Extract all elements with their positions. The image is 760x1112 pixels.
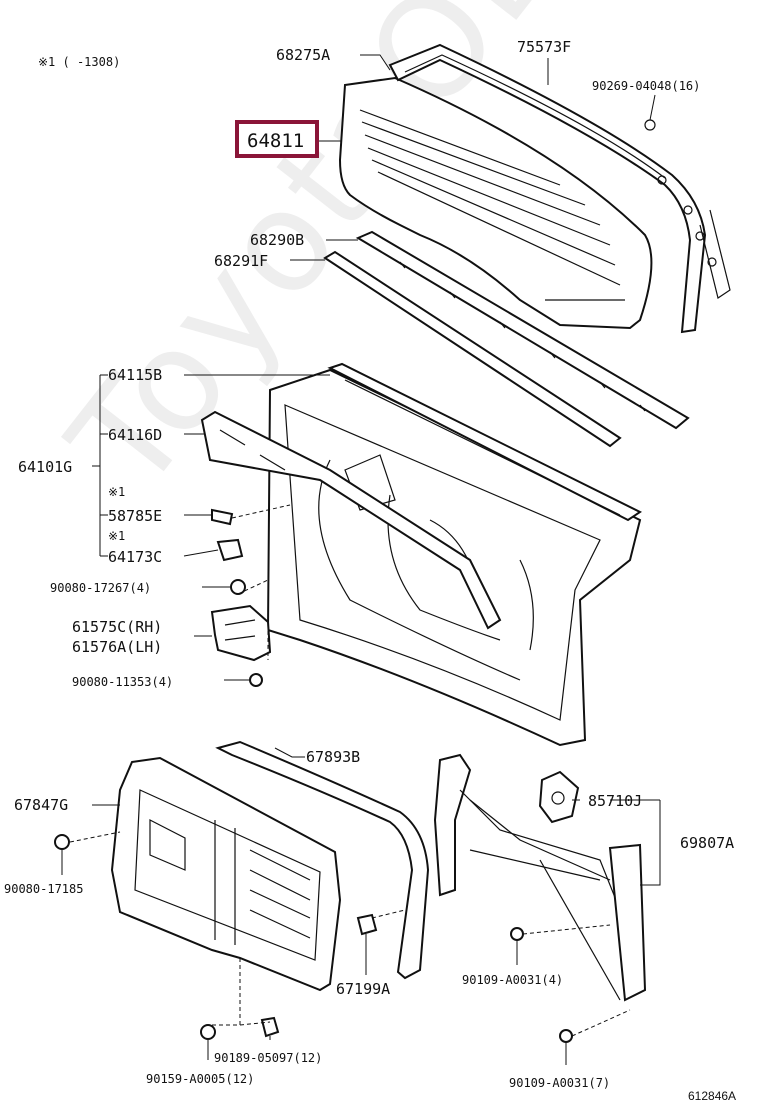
label-64173c[interactable]: 64173C: [108, 548, 162, 566]
label-67199a[interactable]: 67199A: [336, 980, 390, 998]
label-68291f[interactable]: 68291F: [214, 252, 268, 270]
door-upper-reinforcement[interactable]: [327, 362, 642, 522]
trim-board-seal[interactable]: [215, 740, 430, 980]
belt-moulding-seals[interactable]: [323, 230, 690, 448]
assembly-lines: [69, 504, 631, 1037]
mark-64173c: ※1: [108, 529, 125, 543]
clip-90189-05097[interactable]: [260, 1016, 280, 1038]
label-64116d[interactable]: 64116D: [108, 426, 162, 444]
door-side-reinforcement[interactable]: [200, 410, 502, 630]
label-90159-a0005[interactable]: 90159-A0005(12): [146, 1072, 254, 1086]
clip-67199a[interactable]: [356, 913, 378, 936]
label-61576a[interactable]: 61576A(LH): [72, 638, 162, 656]
bolt-90080-17267[interactable]: [230, 579, 246, 595]
label-90080-17267[interactable]: 90080-17267(4): [50, 581, 151, 595]
label-64101g[interactable]: 64101G: [18, 458, 72, 476]
label-90080-17185[interactable]: 90080-17185: [4, 882, 83, 896]
label-67893b[interactable]: 67893B: [306, 748, 360, 766]
window-regulator[interactable]: [433, 753, 647, 1002]
label-69807a[interactable]: 69807A: [680, 834, 734, 852]
door-bracket-64173c[interactable]: [216, 538, 244, 562]
label-68275a[interactable]: 68275A: [276, 46, 330, 64]
label-90080-11353[interactable]: 90080-11353(4): [72, 675, 173, 689]
label-90189-05097[interactable]: 90189-05097(12): [214, 1051, 322, 1065]
door-trim-board[interactable]: [110, 756, 342, 992]
label-61575c[interactable]: 61575C(RH): [72, 618, 162, 636]
label-64115b[interactable]: 64115B: [108, 366, 162, 384]
bolt-90109-a0031-4[interactable]: [510, 927, 524, 941]
label-85710j[interactable]: 85710J: [588, 792, 642, 810]
label-64811[interactable]: 64811: [247, 130, 304, 152]
label-75573f[interactable]: 75573F: [517, 38, 571, 56]
screw-90159-a0005[interactable]: [200, 1024, 216, 1040]
back-window-glass[interactable]: [338, 76, 653, 330]
leader-lines: [61, 54, 661, 1065]
window-regulator-motor[interactable]: [538, 770, 580, 824]
window-weatherstrip[interactable]: [388, 43, 731, 334]
label-68290b[interactable]: 68290B: [250, 231, 304, 249]
bolt-90109-a0031-7[interactable]: [559, 1029, 573, 1043]
label-90109-a0031-4[interactable]: 90109-A0031(4): [462, 973, 563, 987]
applicability-note: ※1 ( -1308): [38, 55, 120, 69]
label-90109-a0031-7[interactable]: 90109-A0031(7): [509, 1076, 610, 1090]
door-bracket-58785e[interactable]: [211, 508, 234, 526]
highlight-box: [235, 120, 319, 158]
mark-58785e: ※1: [108, 485, 125, 499]
label-67847g[interactable]: 67847G: [14, 796, 68, 814]
hinge-61575c[interactable]: [210, 604, 272, 662]
label-58785e[interactable]: 58785E: [108, 507, 162, 525]
bolt-90080-11353[interactable]: [249, 673, 263, 687]
bolt-90080-17185[interactable]: [54, 834, 70, 850]
label-90269-04048[interactable]: 90269-04048(16): [592, 79, 700, 93]
diagram-id: 612846A: [688, 1089, 736, 1103]
